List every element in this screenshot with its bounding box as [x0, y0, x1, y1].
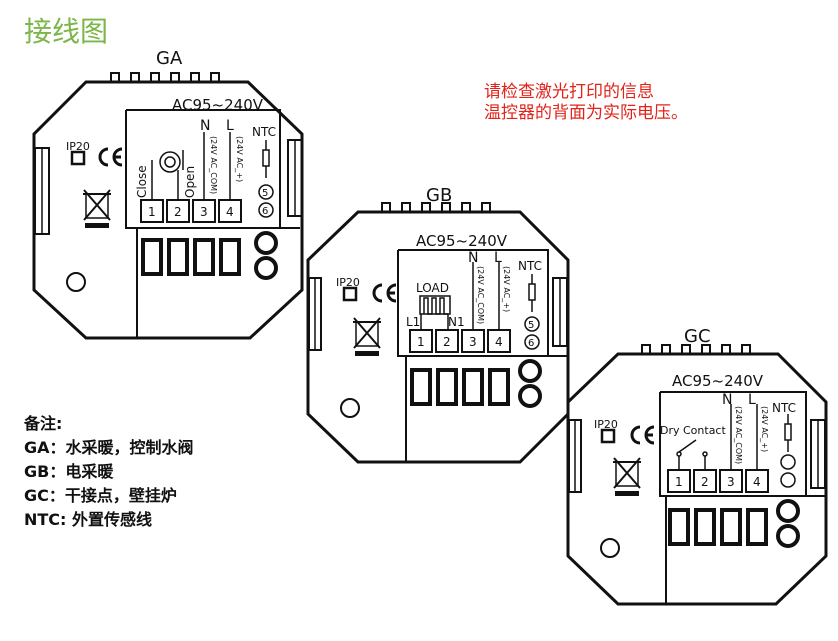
gb-lplus-label: (24V AC_+): [502, 266, 511, 312]
ga-terminal-3: 3: [200, 205, 208, 219]
gc-lplus-label: (24V AC_+): [760, 406, 769, 452]
gb-n1-label: N1: [448, 315, 465, 329]
gc-l-label: L: [748, 392, 756, 408]
legend-notes: 备注: GA：水采暖，控制水阀 GB：电采暖 GC：干接点，壁挂炉 NTC: 外…: [24, 412, 194, 532]
gb-n-label: N: [468, 250, 478, 266]
ga-ncom-label: (24V AC_COM): [209, 136, 218, 194]
gc-ip20: IP20: [594, 418, 618, 431]
gb-label: GB: [426, 185, 452, 206]
ga-ntc-5: 5: [262, 188, 268, 199]
notice-line-2: 温控器的背面为实际电压。: [484, 103, 688, 123]
ga-l-label: L: [226, 118, 234, 134]
gb-ntc-5: 5: [528, 320, 534, 331]
legend-line-ntc: NTC: 外置传感线: [24, 510, 153, 529]
legend-line-ga: GA：水采暖，控制水阀: [24, 438, 194, 457]
gc-ntc-label: NTC: [772, 401, 796, 415]
gb-l-label: L: [494, 250, 502, 266]
legend-line-gb: GB：电采暖: [24, 462, 114, 481]
ga-ac-voltage: AC95~240V: [172, 96, 264, 114]
gb-ntc-label: NTC: [518, 259, 542, 273]
ga-close-label: Close: [135, 165, 149, 198]
ga-ip20: IP20: [66, 140, 90, 153]
gc-panel: GC AC95~240V N L NTC IP20 Dry Contact (2…: [566, 326, 828, 606]
gb-ip20: IP20: [336, 276, 360, 289]
voltage-notice: 请检查激光打印的信息 温控器的背面为实际电压。: [484, 82, 688, 124]
gc-label: GC: [684, 326, 711, 347]
gb-terminal-4: 4: [495, 335, 503, 349]
notice-line-1: 请检查激光打印的信息: [484, 82, 654, 102]
ga-label: GA: [156, 48, 183, 69]
gc-n-label: N: [722, 392, 732, 408]
ga-terminal-1: 1: [148, 205, 156, 219]
ga-terminal-4: 4: [226, 205, 234, 219]
gb-terminal-3: 3: [469, 335, 477, 349]
ga-ntc-6: 6: [262, 206, 268, 217]
page-title: 接线图: [24, 15, 109, 48]
gc-ac-voltage: AC95~240V: [672, 372, 764, 390]
ga-ntc-label: NTC: [252, 125, 276, 139]
ga-lplus-label: (24V AC_+): [235, 136, 244, 182]
gb-terminal-2: 2: [443, 335, 451, 349]
gb-ntc-6: 6: [528, 338, 534, 349]
gb-ac-voltage: AC95~240V: [416, 232, 508, 250]
gc-terminal-3: 3: [727, 475, 735, 489]
gb-load-label: LOAD: [416, 281, 449, 295]
ga-terminal-2: 2: [174, 205, 182, 219]
ga-n-label: N: [200, 118, 210, 134]
gc-terminal-2: 2: [701, 475, 709, 489]
legend-line-gc: GC：干接点，壁挂炉: [24, 486, 177, 505]
ga-panel: GA AC95~240V N L NTC IP20 Close Open (24…: [32, 48, 304, 340]
gb-panel: GB AC95~240V N L NTC IP20 LOAD L1 N1 (24…: [306, 185, 570, 464]
gb-ncom-label: (24V AC_COM): [476, 266, 485, 324]
gc-dry-contact-label: Dry Contact: [660, 424, 726, 437]
gb-l1-label: L1: [406, 315, 420, 329]
gc-ncom-label: (24V AC_COM): [734, 406, 743, 464]
legend-heading: 备注:: [24, 414, 63, 433]
ga-open-label: Open: [183, 166, 197, 198]
gb-terminal-1: 1: [417, 335, 425, 349]
gc-terminal-4: 4: [753, 475, 761, 489]
gc-terminal-1: 1: [675, 475, 683, 489]
